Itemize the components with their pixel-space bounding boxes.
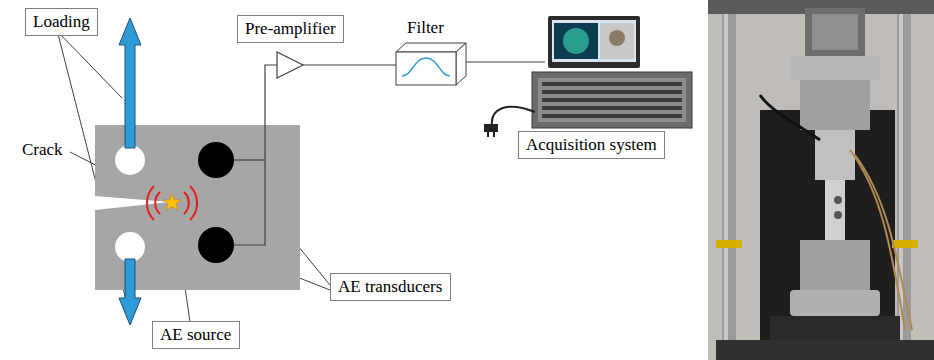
crack-label: Crack <box>20 139 65 161</box>
notch <box>95 196 170 210</box>
label-box: AE source <box>152 321 240 349</box>
label-box: Acquisition system <box>518 131 665 159</box>
ae-waves <box>147 186 197 220</box>
label-box: AE transducers <box>330 273 451 301</box>
node-text: Acquisition system <box>526 134 657 156</box>
label-box: Loading <box>25 8 98 36</box>
amplifier-symbol <box>277 52 303 78</box>
ae-source-star <box>163 194 181 210</box>
ae-transducer <box>198 227 234 263</box>
test-rig-photo <box>708 0 934 360</box>
acquisition-system-symbol <box>484 16 692 137</box>
load-arrow-up <box>119 18 141 148</box>
node-text: Pre-amplifier <box>245 18 336 40</box>
node-text: Loading <box>33 11 90 33</box>
node-text: AE source <box>160 324 232 346</box>
filter-symbol <box>396 43 466 85</box>
ae-transducer <box>198 142 234 178</box>
load-arrow-down <box>119 259 141 325</box>
filter-label: Filter <box>405 17 446 39</box>
node-text: AE transducers <box>338 276 443 298</box>
label-box: Pre-amplifier <box>237 15 344 43</box>
